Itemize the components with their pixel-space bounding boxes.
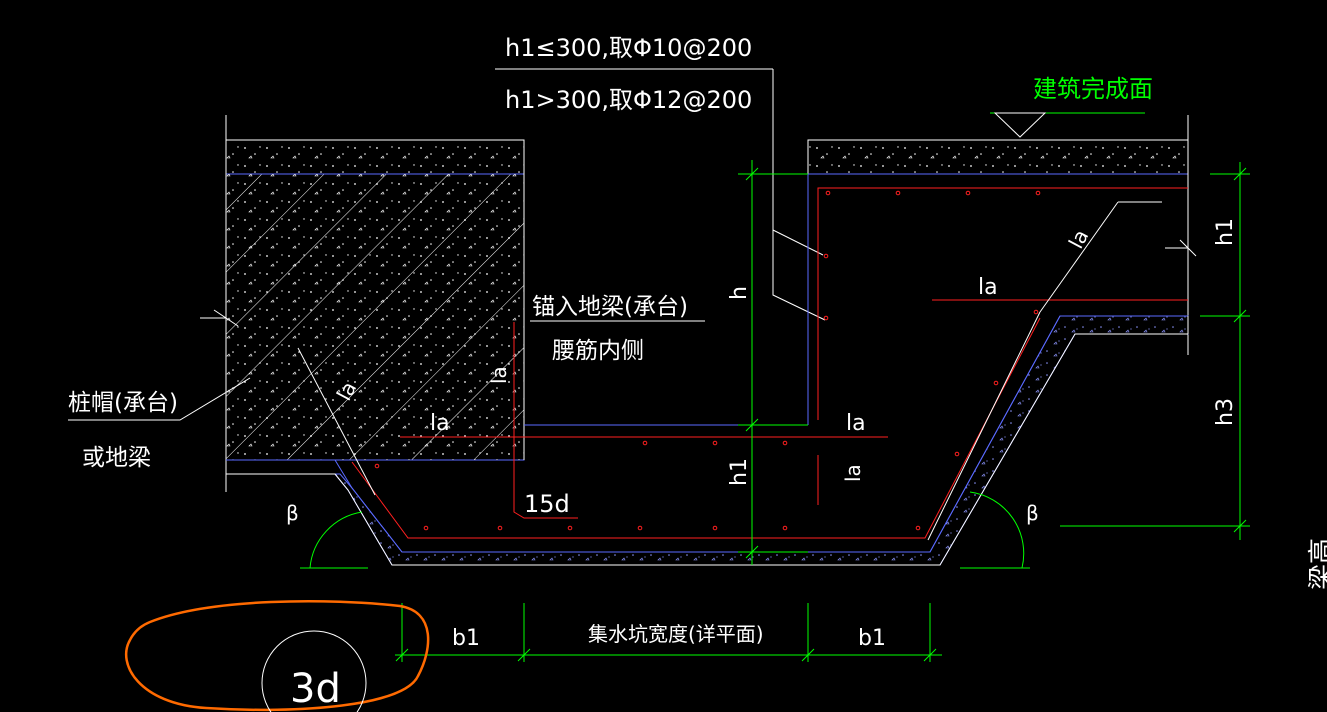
note-line-1: h1≤300,取Φ10@200: [505, 34, 752, 62]
la-label-pit: la: [846, 411, 866, 436]
pile-cap-note: 桩帽(承台) 或地梁: [68, 377, 251, 471]
beta-left: β: [286, 501, 299, 525]
pit-body: [226, 315, 1189, 566]
dim-h1-right: h1: [1213, 218, 1238, 246]
slab-rebar: [817, 187, 1188, 420]
hook-label: 15d: [524, 490, 570, 518]
la-label-slab: la: [978, 275, 998, 300]
detail-id: 3d: [290, 666, 341, 712]
note-line-2: h1>300,取Φ12@200: [505, 86, 752, 114]
dim-h: h: [727, 286, 752, 300]
zigzag-break-icon: [200, 309, 239, 327]
rebar-dots: [374, 190, 1041, 531]
dim-b1-left: b1: [452, 626, 480, 651]
angle-left: β: [286, 501, 368, 569]
dim-vertical-left: [738, 160, 808, 565]
note-leader-line: [772, 69, 826, 321]
finish-level: 建筑完成面: [990, 75, 1153, 138]
anchor-label-2: 腰筋内侧: [552, 338, 644, 364]
dim-vertical-right: [1060, 162, 1250, 540]
la-label-left: la: [430, 411, 450, 436]
rebar-note: h1≤300,取Φ10@200 h1>300,取Φ12@200: [495, 34, 826, 321]
anchor-label-1: 锚入地梁(承台): [532, 294, 688, 320]
orange-markup-loop: [124, 599, 430, 712]
dim-horizontal: [395, 603, 942, 662]
beta-right: β: [1026, 501, 1039, 525]
zigzag-break-icon: [1165, 239, 1197, 257]
dim-b1-right: b1: [858, 626, 886, 651]
lap-annotations: la la la la la la la 15d: [297, 201, 1162, 541]
angle-right: β: [960, 491, 1039, 569]
dim-h1-left: h1: [727, 458, 752, 486]
la-label-anchor: la: [487, 366, 511, 384]
circle-detail-icon: [261, 630, 367, 712]
triangle-level-marker-icon: [993, 112, 1047, 138]
edge-text: 梁高: [1307, 538, 1327, 590]
finish-label: 建筑完成面: [1033, 75, 1153, 103]
la-label-vertical-right: la: [841, 464, 865, 482]
right-slab: [807, 115, 1197, 425]
detail-marker: 3d: [124, 599, 430, 712]
pile-cap-label-1: 桩帽(承台): [68, 390, 178, 416]
dim-h3: h3: [1213, 398, 1238, 426]
pile-cap-block: [200, 115, 525, 492]
anchor-note: 锚入地梁(承台) 腰筋内侧: [530, 294, 705, 364]
dim-pit-width: 集水坑宽度(详平面): [588, 622, 764, 646]
anchor-bar: [513, 322, 578, 519]
pile-cap-label-2: 或地梁: [82, 445, 151, 471]
la-label-slope-right: la: [1064, 225, 1094, 252]
